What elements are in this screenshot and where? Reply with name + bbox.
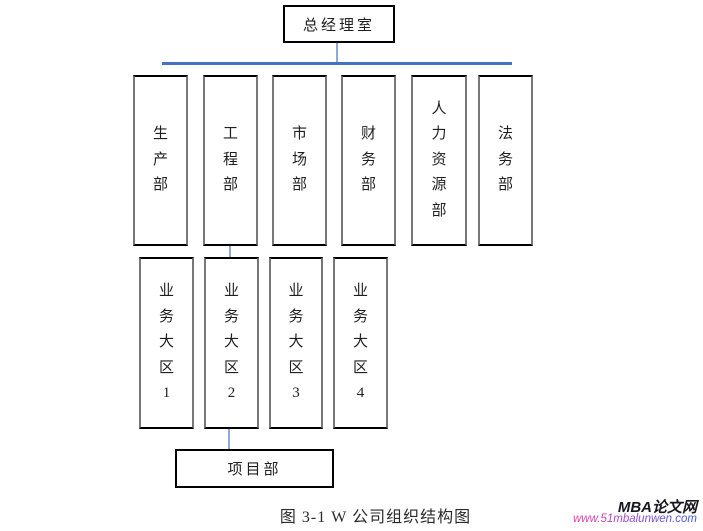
box-business-region-2-label: 业务大区2 xyxy=(223,283,239,402)
box-hr-dept: 人力资源部 xyxy=(411,75,467,246)
box-general-manager-office-label: 总经理室 xyxy=(302,17,375,34)
box-business-region-3: 业务大区3 xyxy=(269,257,323,429)
box-marketing-dept-label: 市场部 xyxy=(291,126,307,194)
box-business-region-4: 业务大区4 xyxy=(333,257,388,429)
figure-caption: 图 3-1 W 公司组织结构图 xyxy=(279,509,472,526)
watermark-site-url: www.51mbalunwen.com xyxy=(572,513,697,525)
box-legal-dept-label: 法务部 xyxy=(497,126,513,194)
connector-horizontal-rail xyxy=(162,62,512,65)
box-business-region-1: 业务大区1 xyxy=(139,257,194,429)
box-production-dept-label: 生产部 xyxy=(152,126,168,194)
box-business-region-1-label: 业务大区1 xyxy=(158,283,174,402)
box-project-dept-label: 项目部 xyxy=(227,462,282,478)
box-business-region-2: 业务大区2 xyxy=(204,257,259,429)
connector-top-vertical xyxy=(336,43,338,63)
connector-engineering-to-region2 xyxy=(229,246,231,257)
box-engineering-dept-label: 工程部 xyxy=(222,126,238,194)
box-general-manager-office: 总经理室 xyxy=(283,5,395,43)
watermark-site-name: MBA论文网 xyxy=(617,499,697,516)
box-legal-dept: 法务部 xyxy=(478,75,533,246)
box-marketing-dept: 市场部 xyxy=(272,75,327,246)
box-project-dept: 项目部 xyxy=(175,449,334,488)
box-hr-dept-label: 人力资源部 xyxy=(431,100,447,219)
box-business-region-4-label: 业务大区4 xyxy=(352,283,368,402)
box-engineering-dept: 工程部 xyxy=(203,75,258,246)
connector-region2-to-project xyxy=(228,429,230,449)
box-finance-dept-label: 财务部 xyxy=(360,126,376,194)
box-production-dept: 生产部 xyxy=(133,75,188,246)
box-business-region-3-label: 业务大区3 xyxy=(288,283,304,402)
box-finance-dept: 财务部 xyxy=(341,75,396,246)
